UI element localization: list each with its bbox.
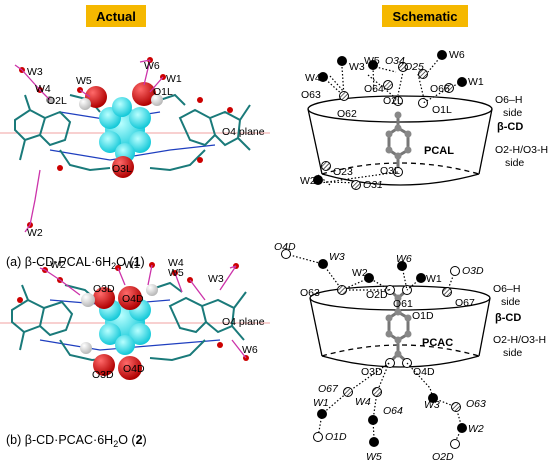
svg-text:O3D: O3D — [92, 369, 114, 381]
svg-text:W2: W2 — [300, 175, 316, 187]
svg-text:W4: W4 — [305, 72, 321, 84]
svg-text:O67: O67 — [318, 383, 339, 395]
svg-text:W1: W1 — [426, 273, 442, 285]
svg-text:PCAC: PCAC — [422, 337, 453, 349]
svg-text:O3L: O3L — [112, 163, 132, 175]
svg-text:O1D: O1D — [325, 431, 347, 443]
header-schematic: Schematic — [382, 5, 468, 27]
svg-text:O2-H/O3-H: O2-H/O3-H — [495, 144, 548, 156]
svg-text:W5: W5 — [364, 55, 380, 67]
svg-text:O3D: O3D — [361, 366, 383, 378]
svg-text:O3D: O3D — [462, 265, 484, 277]
svg-text:O2L: O2L — [47, 95, 67, 107]
svg-text:side: side — [503, 107, 522, 119]
svg-text:O6–H: O6–H — [495, 94, 522, 106]
svg-text:O64: O64 — [364, 83, 384, 95]
svg-text:W6: W6 — [242, 344, 258, 356]
caption-a: (a) β-CD·PCAL·6H2O (1) — [6, 255, 145, 271]
svg-text:W3: W3 — [208, 273, 224, 285]
svg-text:O67: O67 — [455, 297, 475, 309]
svg-text:W5: W5 — [366, 451, 382, 463]
svg-text:O62: O62 — [337, 108, 357, 120]
svg-text:W3: W3 — [349, 61, 365, 73]
svg-text:W4: W4 — [35, 83, 51, 95]
svg-text:O6–H: O6–H — [493, 283, 520, 295]
svg-text:W4: W4 — [355, 396, 371, 408]
svg-text:O64: O64 — [383, 405, 403, 417]
svg-text:W6: W6 — [144, 60, 160, 72]
svg-text:O63: O63 — [466, 398, 486, 410]
svg-text:O1L: O1L — [153, 86, 173, 98]
svg-text:O2-H/O3-H: O2-H/O3-H — [493, 334, 546, 346]
svg-text:O4D: O4D — [413, 366, 435, 378]
svg-text:side: side — [501, 296, 520, 308]
svg-text:W3: W3 — [424, 399, 440, 411]
crystal-structure-a: W3 W5 W6 W1 W4 O2L O1L O3L W2 O4 plane — [0, 57, 270, 239]
svg-text:W3: W3 — [329, 251, 345, 263]
svg-text:O25: O25 — [404, 61, 424, 73]
svg-text:W1: W1 — [124, 259, 140, 271]
svg-text:W6: W6 — [396, 253, 412, 265]
svg-text:W5: W5 — [76, 75, 92, 87]
svg-text:Schematic: Schematic — [392, 9, 457, 24]
svg-text:W1: W1 — [468, 76, 484, 88]
svg-text:O4 plane: O4 plane — [222, 316, 265, 328]
svg-text:PCAL: PCAL — [424, 145, 454, 157]
svg-text:O63: O63 — [300, 287, 320, 299]
svg-text:O34: O34 — [385, 55, 405, 67]
svg-text:O61: O61 — [393, 298, 413, 310]
svg-text:O3D: O3D — [93, 283, 115, 295]
header-actual: Actual — [86, 5, 146, 27]
svg-text:O4 plane: O4 plane — [222, 126, 265, 138]
svg-text:side: side — [505, 157, 524, 169]
svg-text:W5: W5 — [168, 267, 184, 279]
svg-text:O1D: O1D — [412, 310, 434, 322]
svg-text:O65: O65 — [430, 83, 450, 95]
svg-text:O3L: O3L — [380, 165, 400, 177]
svg-text:β-CD: β-CD — [495, 312, 521, 324]
crystal-structure-b: W2 W1 W4 W5 W3 O3D O4D O3D O4D O4 plane … — [0, 257, 270, 381]
svg-text:W2: W2 — [352, 267, 368, 279]
svg-text:O63: O63 — [301, 89, 321, 101]
svg-text:side: side — [503, 347, 522, 359]
svg-text:O4D: O4D — [123, 363, 145, 375]
svg-text:W4: W4 — [168, 257, 184, 269]
svg-text:W3: W3 — [27, 66, 43, 78]
svg-text:W2: W2 — [50, 259, 66, 271]
svg-text:O4D: O4D — [122, 293, 144, 305]
svg-text:O2L: O2L — [383, 95, 403, 107]
svg-text:Actual: Actual — [96, 9, 136, 24]
schematic-a: W3 W5 O34 O25 W6 W4 W1 O63 O64 O65 O62 O… — [300, 49, 548, 191]
schematic-b: O4D W3 W2 W6 W1 O3D O63 O2D O61 O67 O1D … — [274, 241, 546, 463]
svg-text:O2D: O2D — [366, 289, 388, 301]
svg-text:O4D: O4D — [274, 241, 296, 253]
caption-b: (b) β-CD·PCAC·6H2O (2) — [6, 433, 147, 449]
svg-text:W1: W1 — [313, 397, 329, 409]
svg-text:W2: W2 — [468, 423, 484, 435]
svg-text:O31: O31 — [363, 179, 383, 191]
svg-text:O23: O23 — [333, 166, 353, 178]
svg-text:W2: W2 — [27, 227, 43, 239]
svg-text:W1: W1 — [166, 73, 182, 85]
svg-text:W6: W6 — [449, 49, 465, 61]
svg-text:O2D: O2D — [432, 451, 454, 463]
svg-text:β-CD: β-CD — [497, 121, 523, 133]
svg-text:O1L: O1L — [432, 104, 452, 116]
